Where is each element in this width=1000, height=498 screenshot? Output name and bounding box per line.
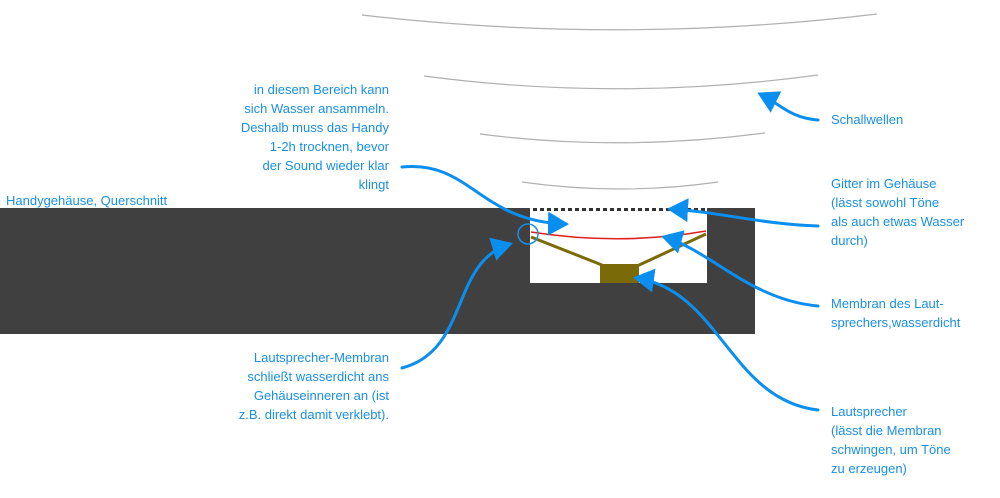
label-speaker-line: schwingen, um Töne [831,442,951,457]
label-seal-line: Lautsprecher-Membran [253,350,389,365]
arrow-speaker [633,268,820,412]
arrow-water [400,164,569,236]
label-grille-line: als auch etwas Wasser [831,214,965,229]
label-grille-line: durch) [831,233,868,248]
label-speaker-line: (lässt die Membran [831,423,942,438]
sound-waves [361,13,878,233]
label-membrane-line: sprechers,wasserdicht [831,315,961,330]
sound-wave-2 [423,74,819,90]
arrow-sound-waves [757,91,820,122]
label-water-area-line: in diesem Bereich kann [253,82,389,97]
label-membrane-line: Membran des Laut- [831,296,944,311]
label-water-area: in diesem Bereich kann sich Wasser ansamm… [241,80,389,194]
label-speaker: Lautsprecher (lässt die Membran schwingen,… [831,402,951,478]
arrow-seal [400,237,513,370]
label-water-area-line: sich Wasser ansammeln. [244,101,389,116]
arrows [400,91,820,412]
sound-wave-4 [521,181,719,190]
label-water-area-line: Deshalb muss das Handy [240,120,389,135]
label-seal-line: Gehäuseinneren an (ist [253,388,389,403]
sound-wave-3 [479,132,766,144]
seal-circle [517,223,539,245]
label-sound-waves: Schallwellen [831,112,904,127]
label-seal: Lautsprecher-Membran schließt wasserdicht… [239,348,389,424]
label-grille-line: (lässt sowohl Töne [831,195,940,210]
label-membrane: Membran des Laut-sprechers,wasserdicht [831,294,960,332]
label-speaker-line: zu erzeugen) [831,461,907,476]
label-speaker-line: Lautsprecher [831,404,907,419]
arrow-membrane [661,230,820,308]
label-housing: Handygehäuse, Querschnitt [6,193,168,208]
label-grille-line: Gitter im Gehäuse [831,176,937,191]
arrow-grille [667,198,820,228]
label-grille: Gitter im Gehäuse (lässt sowohl Töne als a… [831,174,964,250]
label-seal-line: z.B. direkt damit verklebt). [238,407,389,422]
speaker-cone-left [530,235,603,267]
speaker-magnet [600,264,639,283]
label-water-area-line: klingt [358,177,389,192]
label-water-area-line: 1-2h trocknen, bevor [269,139,389,154]
sound-wave-1 [361,13,878,31]
label-water-area-line: der Sound wieder klar [262,158,389,173]
label-seal-line: schließt wasserdicht ans [247,369,389,384]
